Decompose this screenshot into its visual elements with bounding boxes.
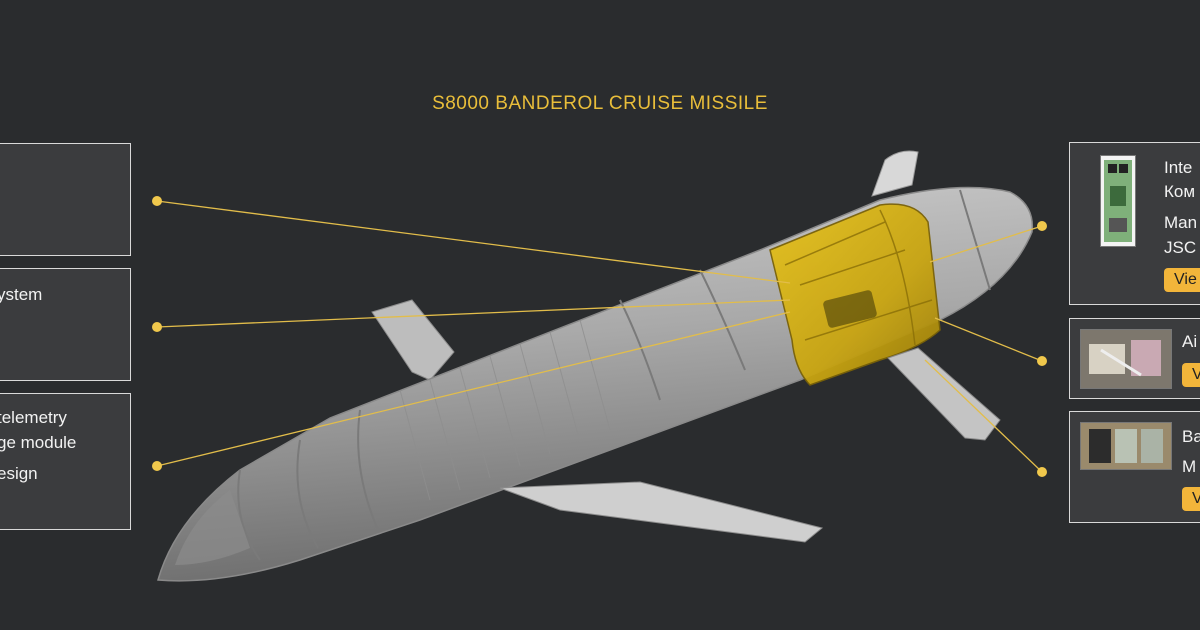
panel-text: JSC — [1164, 238, 1197, 257]
panel-text: esign — [0, 464, 38, 483]
panel-text: Inte — [1164, 158, 1193, 177]
component-thumbnail — [1080, 422, 1172, 470]
panel-text: M — [1182, 457, 1197, 476]
anchor-dot — [1037, 467, 1047, 477]
leader-line-left-1 — [156, 200, 791, 284]
tail-fin-upper — [871, 150, 919, 197]
panel-text: ge module — [0, 433, 77, 452]
leader-line-left-3 — [156, 311, 791, 467]
component-panel-right-2[interactable]: Ai V — [1069, 318, 1200, 399]
panel-text: Ком — [1164, 182, 1196, 201]
panel-text: ystem — [0, 285, 43, 304]
component-panel-left-3[interactable]: telemetry ge module esign — [0, 393, 131, 530]
component-thumbnail — [1080, 329, 1172, 389]
view-button[interactable]: Vie — [1164, 268, 1200, 292]
leader-line-left-2 — [156, 299, 791, 328]
panel-text: telemetry — [0, 408, 67, 427]
panel-text: Man — [1164, 213, 1198, 232]
view-button[interactable]: V — [1182, 363, 1200, 387]
component-panel-right-1[interactable]: Inte Ком Man JSC Vie — [1069, 142, 1200, 305]
tail-fin-lower — [887, 347, 1001, 441]
wing-lower — [499, 481, 824, 543]
anchor-dot — [152, 196, 162, 206]
diagram-title: S8000 BANDEROL CRUISE MISSILE — [432, 93, 768, 114]
leader-line-right-1 — [929, 225, 1043, 263]
panel-text: Ai — [1182, 332, 1198, 351]
view-button[interactable]: V — [1182, 487, 1200, 511]
anchor-dot — [1037, 221, 1047, 231]
anchor-dot — [152, 322, 162, 332]
anchor-dot — [152, 461, 162, 471]
leader-line-right-3 — [924, 359, 1043, 473]
wing-upper — [371, 299, 455, 381]
component-panel-right-3[interactable]: Ba M V — [1069, 411, 1200, 523]
component-panel-left-2[interactable]: ystem — [0, 268, 131, 381]
component-thumbnail — [1100, 155, 1136, 247]
leader-line-right-2 — [934, 317, 1043, 362]
component-panel-left-1[interactable] — [0, 143, 131, 256]
panel-text: Ba — [1182, 427, 1200, 446]
anchor-dot — [1037, 356, 1047, 366]
